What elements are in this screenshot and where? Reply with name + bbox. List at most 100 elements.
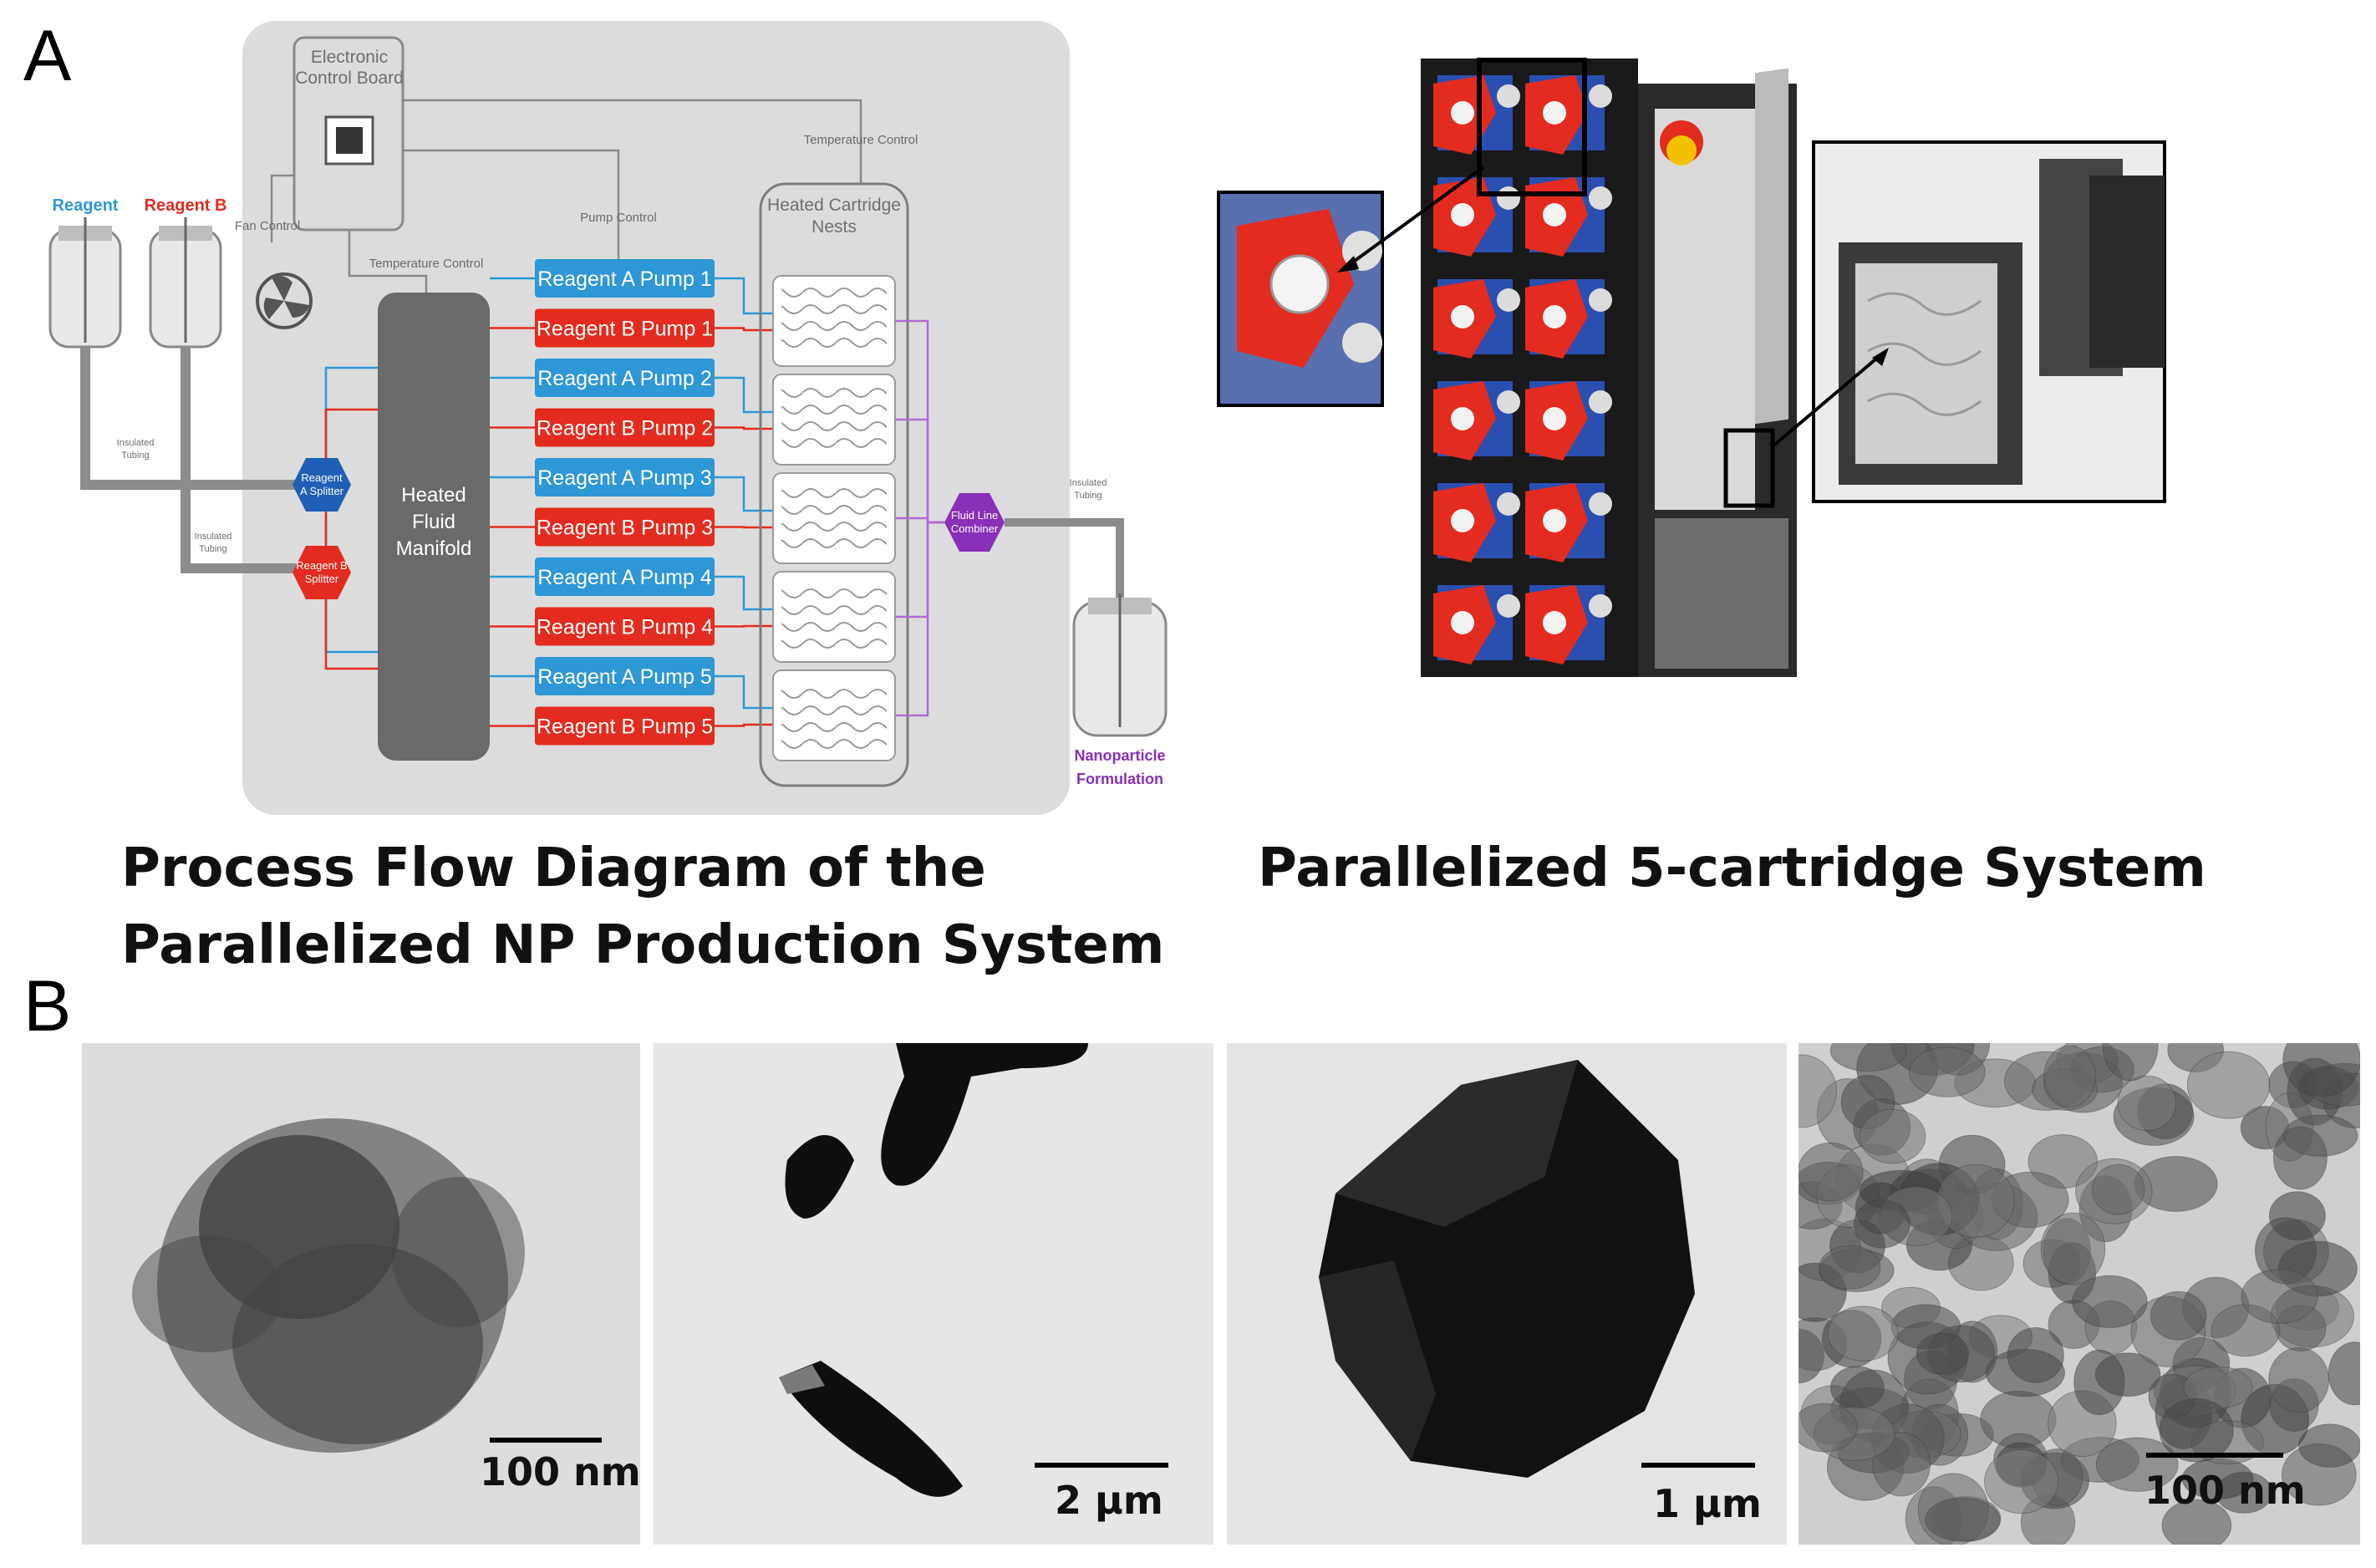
scale-bar-1 — [490, 1438, 602, 1443]
control-board-label-2: Control Board — [295, 69, 404, 88]
tem-image-3: 1 μm — [1227, 1043, 1787, 1545]
pump-b-1: Reagent B Pump 1 — [535, 308, 715, 348]
temperature-control-right-label: Temperature Control — [804, 133, 918, 147]
nanoparticle — [1853, 1199, 1910, 1249]
nanoparticle — [2102, 1043, 2159, 1082]
reagent-b-label: Reagent B — [145, 196, 227, 215]
tem-image-2: 2 μm — [654, 1043, 1213, 1545]
cabinet-body — [1421, 59, 1638, 677]
temperature-control-left-label: Temperature Control — [369, 257, 484, 271]
nanoparticle — [1984, 1448, 2058, 1515]
pump-label: Reagent A Pump 5 — [537, 665, 711, 689]
nanoparticle — [2298, 1423, 2360, 1468]
nanoparticle-vessel: Nanoparticle Formulation — [1072, 593, 1168, 787]
reagent-a-vessel: Reagent — [48, 196, 122, 349]
nanoparticle — [1827, 1306, 1899, 1362]
pump-a-3: Reagent A Pump 3 — [535, 458, 715, 496]
nanoparticle — [2095, 1437, 2179, 1492]
pump-head-icon — [1525, 177, 1612, 257]
pump-b-3: Reagent B Pump 3 — [535, 507, 715, 547]
caption-left-line-1: Process Flow Diagram of the — [121, 837, 986, 899]
pump-b-4: Reagent B Pump 4 — [535, 607, 715, 646]
pump-b-5: Reagent B Pump 5 — [535, 706, 715, 746]
output-tubing-label-1: Insulated — [1070, 478, 1107, 488]
caption-left: Process Flow Diagram of the Parallelized… — [121, 830, 1164, 984]
cartridge-channel — [781, 583, 887, 650]
manifold-label-1: Heated — [401, 484, 466, 507]
nanoparticle — [1909, 1046, 1986, 1097]
manifold-label-3: Manifold — [396, 537, 472, 560]
pump-a-1: Reagent A Pump 1 — [535, 259, 715, 298]
insulated-tubing — [80, 347, 309, 573]
control-board-label-1: Electronic — [311, 48, 388, 67]
scale-bar-3 — [1641, 1463, 1755, 1468]
pump-label: Reagent B Pump 3 — [537, 517, 713, 540]
chip-icon — [324, 115, 374, 165]
nanoparticle — [2328, 1341, 2360, 1406]
scale-label-3: 1 μm — [1653, 1481, 1762, 1526]
nanoparticle — [1799, 1403, 1858, 1453]
fan-icon — [256, 272, 313, 329]
pump-label: Reagent A Pump 3 — [537, 466, 711, 490]
nanoparticle — [2241, 1269, 2318, 1324]
nanoparticle — [1925, 1497, 2001, 1542]
vent-panel — [1655, 518, 1788, 669]
pump-a-4: Reagent A Pump 4 — [535, 557, 715, 596]
nanoparticle — [2150, 1291, 2207, 1341]
reagent-b-splitter: Reagent B Splitter — [293, 546, 351, 599]
nanoparticle — [2040, 1212, 2106, 1285]
nanoparticle — [1799, 1142, 1864, 1202]
manifold-label-2: Fluid — [412, 511, 455, 533]
cartridge-nests-label-1: Heated Cartridge — [767, 196, 901, 215]
nanoparticle — [1829, 1043, 1907, 1072]
scale-label-2: 2 μm — [1055, 1478, 1163, 1523]
pump-head-icon — [1433, 483, 1520, 563]
fluid-line-combiner: Fluid Line Combiner — [944, 493, 1005, 552]
pump-head-icon — [1525, 279, 1612, 359]
nanoparticle — [2161, 1499, 2232, 1545]
output-label-2: Formulation — [1076, 771, 1163, 787]
pump-head-icon — [1433, 585, 1520, 664]
highlight-box-cartridge — [1723, 428, 1775, 508]
cartridge-nests-label-2: Nests — [812, 217, 857, 237]
pump-label: Reagent B Pump 2 — [537, 417, 713, 440]
process-flow-diagram: Electronic Control Board Fan Control Tem… — [48, 21, 1168, 815]
splitter-b-label-1: Reagent B — [296, 559, 347, 572]
scale-label-1: 100 nm — [480, 1449, 640, 1494]
tem-image-4: 100 nm — [1799, 1043, 2360, 1545]
nanoparticle — [2159, 1397, 2234, 1463]
parallelized-system-photo — [1217, 58, 2166, 677]
heated-fluid-manifold: Heated Fluid Manifold — [378, 293, 490, 761]
fan-control-label: Fan Control — [235, 219, 300, 233]
pump-head-icon — [1525, 483, 1612, 563]
combiner-label-2: Combiner — [951, 522, 999, 535]
pump-a-5: Reagent A Pump 5 — [535, 657, 715, 695]
nanoparticle — [2282, 1114, 2358, 1157]
heated-cartridge-nests: Heated Cartridge Nests — [759, 182, 909, 787]
output-tubing-label-2: Tubing — [1074, 491, 1102, 501]
caption-left-line-2: Parallelized NP Production System — [121, 914, 1165, 976]
nanoparticle — [2073, 1349, 2125, 1416]
cartridge-channel — [781, 288, 887, 354]
scale-label-4: 100 nm — [2145, 1468, 2306, 1513]
arrow-cartridge — [1770, 354, 1882, 449]
cartridge-channel — [781, 386, 887, 453]
pump-label: Reagent B Pump 1 — [537, 318, 713, 341]
pump-head-icon — [1433, 381, 1520, 461]
arrow-pump — [1344, 165, 1485, 269]
electronic-control-board: Electronic Control Board — [293, 36, 404, 232]
nanoparticle — [2043, 1045, 2096, 1108]
pump-a-2: Reagent A Pump 2 — [535, 359, 715, 397]
pump-b-2: Reagent B Pump 2 — [535, 408, 715, 447]
pump-control-label: Pump Control — [580, 211, 657, 225]
scale-bar-2 — [1035, 1463, 1168, 1468]
tubing-label-b-1: Insulated — [195, 532, 232, 542]
nanoparticle — [2282, 1043, 2360, 1097]
nanoparticle — [2186, 1051, 2271, 1119]
pump-head-icon — [1525, 75, 1612, 155]
pump-label: Reagent A Pump 1 — [537, 267, 711, 291]
cartridge-door — [1655, 109, 1755, 510]
pump-label: Reagent B Pump 5 — [537, 715, 713, 739]
nanoparticle — [2117, 1075, 2177, 1131]
nanoparticle — [2268, 1347, 2329, 1413]
